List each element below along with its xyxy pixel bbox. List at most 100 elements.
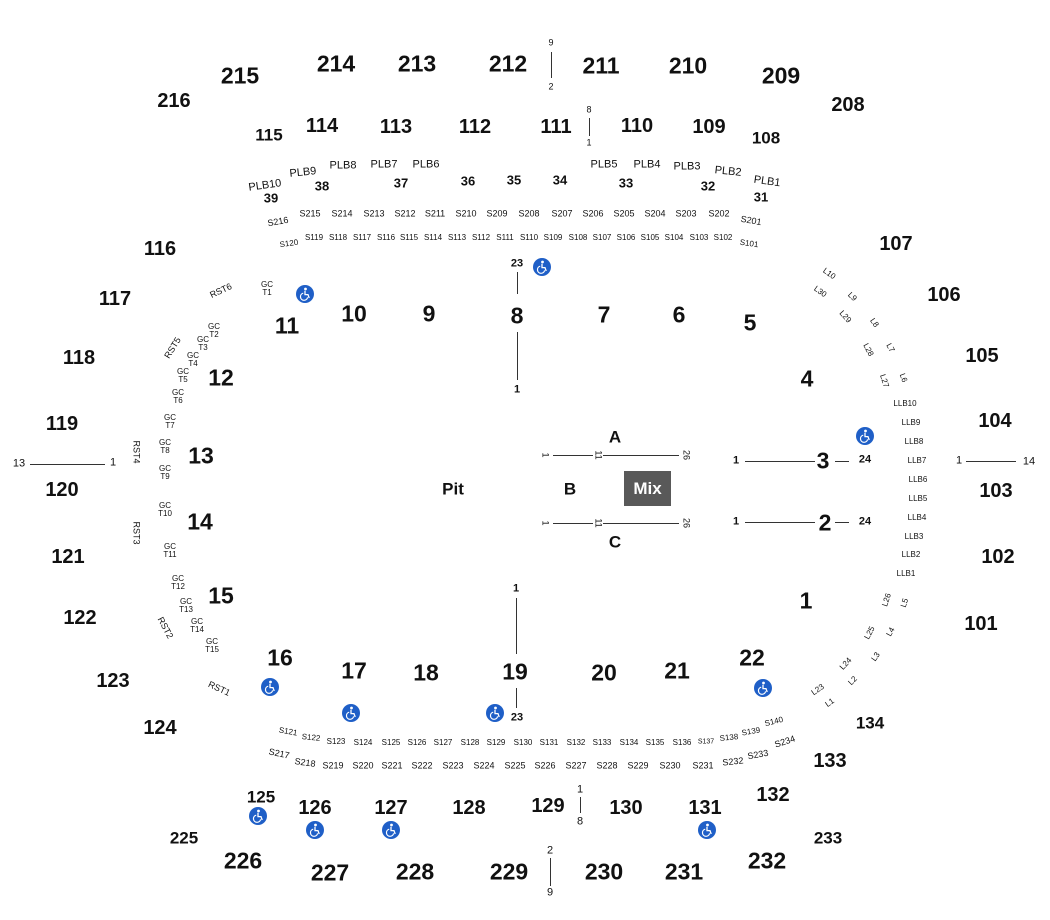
section-106[interactable]: 106 <box>927 284 961 306</box>
loge-number[interactable]: 38 <box>314 178 330 194</box>
suite[interactable]: S105 <box>640 233 660 242</box>
floor-area-c[interactable]: C <box>608 532 622 552</box>
suite[interactable]: S136 <box>672 738 692 747</box>
loge-seat[interactable]: L3 <box>869 650 882 663</box>
floor-section-9[interactable]: 9 <box>422 300 436 327</box>
section-111[interactable]: 111 <box>540 116 572 138</box>
section-230[interactable]: 230 <box>584 858 624 885</box>
suite[interactable]: S128 <box>460 738 480 747</box>
loge-box[interactable]: LLB2 <box>901 550 921 559</box>
section-229[interactable]: 229 <box>489 858 529 885</box>
suite[interactable]: S115 <box>399 233 419 242</box>
loge-seat[interactable]: L24 <box>837 655 854 672</box>
suite[interactable]: S233 <box>746 747 770 762</box>
suite[interactable]: S118 <box>328 233 348 242</box>
suite[interactable]: S229 <box>627 760 649 771</box>
suite[interactable]: S110 <box>519 233 539 242</box>
loge-box[interactable]: LLB8 <box>904 437 924 446</box>
section-112[interactable]: 112 <box>458 116 492 138</box>
section-108[interactable]: 108 <box>751 128 781 148</box>
loge-seat[interactable]: L25 <box>862 624 877 641</box>
section-123[interactable]: 123 <box>96 670 130 692</box>
section-103[interactable]: 103 <box>979 480 1013 502</box>
suite[interactable]: S107 <box>592 233 612 242</box>
loge-seat[interactable]: L23 <box>809 682 826 698</box>
suite[interactable]: S129 <box>486 738 506 747</box>
suite[interactable]: S227 <box>565 760 587 771</box>
section-107[interactable]: 107 <box>879 233 913 255</box>
section-101[interactable]: 101 <box>964 613 998 635</box>
floor-section-1[interactable]: 1 <box>799 587 813 614</box>
loge-number[interactable]: 32 <box>700 178 716 194</box>
loge-number[interactable]: 36 <box>460 173 476 189</box>
suite[interactable]: S211 <box>424 208 446 219</box>
suite[interactable]: S119 <box>304 233 324 242</box>
loge-seat[interactable]: L9 <box>846 290 859 303</box>
suite[interactable]: S125 <box>381 738 401 747</box>
suite[interactable]: S112 <box>471 233 491 242</box>
section-121[interactable]: 121 <box>51 546 85 568</box>
suite[interactable]: S215 <box>299 208 321 219</box>
loge-box[interactable]: PLB7 <box>370 158 398 171</box>
loge-number[interactable]: 31 <box>753 189 769 205</box>
floor-section-3[interactable]: 3 <box>816 447 830 474</box>
section-126[interactable]: 126 <box>298 797 332 819</box>
suite[interactable]: S202 <box>708 208 730 219</box>
section-233[interactable]: 233 <box>813 828 843 848</box>
suite[interactable]: S109 <box>543 233 563 242</box>
suite[interactable]: S212 <box>394 208 416 219</box>
section-116[interactable]: 116 <box>143 238 177 260</box>
loge-box[interactable]: PLB1 <box>752 173 782 190</box>
loge-box[interactable]: PLB2 <box>714 164 743 179</box>
section-117[interactable]: 117 <box>98 288 132 310</box>
suite[interactable]: S134 <box>619 738 639 747</box>
section-113[interactable]: 113 <box>379 116 413 138</box>
section-109[interactable]: 109 <box>692 116 726 138</box>
floor-section-8[interactable]: 8 <box>510 302 524 329</box>
suite[interactable]: S207 <box>551 208 573 219</box>
section-225[interactable]: 225 <box>169 828 199 848</box>
rail-seat[interactable]: RST3 <box>131 521 142 545</box>
section-115[interactable]: 115 <box>255 125 283 145</box>
loge-box[interactable]: PLB3 <box>673 160 701 173</box>
suite[interactable]: S204 <box>644 208 666 219</box>
suite[interactable]: S132 <box>566 738 586 747</box>
floor-area-a[interactable]: A <box>608 427 622 447</box>
suite[interactable]: S222 <box>411 760 433 771</box>
section-104[interactable]: 104 <box>978 410 1012 432</box>
suite[interactable]: S114 <box>423 233 443 242</box>
floor-pit[interactable]: Pit <box>442 479 464 499</box>
suite[interactable]: S106 <box>616 233 636 242</box>
section-210[interactable]: 210 <box>668 52 708 79</box>
suite[interactable]: S113 <box>447 233 467 242</box>
suite[interactable]: S232 <box>721 755 744 768</box>
loge-seat[interactable]: L30 <box>812 284 829 300</box>
floor-section-7[interactable]: 7 <box>597 301 611 328</box>
loge-box[interactable]: LLB1 <box>896 569 916 578</box>
floor-section-19[interactable]: 19 <box>502 658 528 685</box>
floor-section-11[interactable]: 11 <box>274 312 300 339</box>
loge-box[interactable]: LLB6 <box>908 475 928 484</box>
section-231[interactable]: 231 <box>664 858 704 885</box>
suite[interactable]: S120 <box>279 237 299 250</box>
loge-seat[interactable]: L6 <box>897 372 910 384</box>
loge-box[interactable]: PLB6 <box>412 158 440 171</box>
loge-number[interactable]: 34 <box>552 172 568 188</box>
suite[interactable]: S224 <box>473 760 495 771</box>
section-227[interactable]: 227 <box>310 859 350 886</box>
section-127[interactable]: 127 <box>374 797 408 819</box>
section-215[interactable]: 215 <box>220 62 260 89</box>
floor-section-20[interactable]: 20 <box>591 659 617 686</box>
section-208[interactable]: 208 <box>831 94 865 116</box>
floor-section-21[interactable]: 21 <box>664 657 690 684</box>
floor-section-22[interactable]: 22 <box>739 644 765 671</box>
suite[interactable]: S123 <box>326 737 346 746</box>
